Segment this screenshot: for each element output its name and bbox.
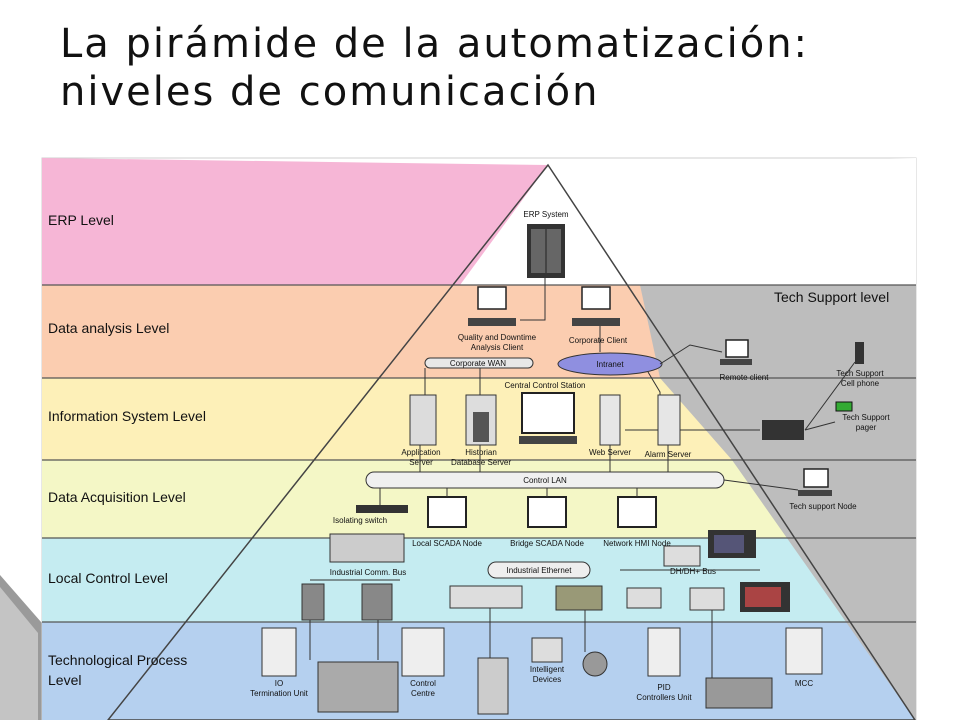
title-line-2: niveles de comunicación — [60, 69, 600, 115]
web-server-icon — [599, 394, 621, 446]
label-tech-support-cell-1: Tech Support — [836, 369, 884, 378]
slide-title: La pirámide de la automatización: nivele… — [60, 20, 940, 116]
label-control-lan: Control LAN — [523, 476, 567, 485]
title-line-1: La pirámide de la automatización: — [60, 21, 810, 67]
hmi-panel-icon — [708, 530, 756, 558]
label-industrial-ethernet: Industrial Ethernet — [507, 566, 573, 575]
label-intranet: Intranet — [596, 360, 624, 369]
pyramid-outline — [107, 163, 916, 720]
label-io-unit-1: IO — [275, 679, 283, 688]
mcc-icon — [785, 627, 823, 675]
flow-meter-icon — [582, 651, 608, 677]
band-erp — [42, 158, 548, 285]
intelligent-devices-icon — [531, 637, 563, 663]
level-label-erp: ERP Level — [48, 212, 114, 228]
control-centre-icon — [401, 627, 445, 677]
label-tech-support-cell-2: Cell phone — [841, 379, 880, 388]
label-control-centre-1: Control — [410, 679, 436, 688]
level-label-technological-2: Level — [48, 672, 81, 688]
label-io-unit-2: Termination Unit — [250, 689, 309, 698]
application-server-icon — [409, 394, 437, 446]
tech-support-level-label: Tech Support level — [774, 289, 889, 305]
label-central-control-station: Central Control Station — [505, 381, 586, 390]
label-remote-client: Remote client — [720, 373, 770, 382]
tech-support-region — [640, 285, 916, 720]
label-tech-support-pager-2: pager — [856, 423, 877, 432]
label-application-server-2: Server — [409, 458, 433, 467]
hmi-panel-2-icon — [740, 582, 790, 612]
industrial-ethernet-pipe — [487, 561, 591, 579]
historian-server-icon — [465, 394, 497, 446]
pager-icon — [835, 401, 853, 412]
motor-icon — [705, 677, 773, 709]
label-erp-system: ERP System — [523, 210, 569, 219]
central-control-station-icon — [519, 392, 577, 444]
corporate-client-computer-icon — [572, 286, 620, 326]
bridge-scada-icon — [527, 496, 567, 528]
dh-plc-1-icon — [626, 587, 662, 609]
io-termination-unit-icon — [261, 627, 297, 677]
label-quality-client-1: Quality and Downtime — [458, 333, 537, 342]
tech-support-node-icon — [798, 468, 832, 496]
label-historian-2: Database Server — [451, 458, 511, 467]
plc-rack-1-icon — [301, 583, 325, 621]
label-tech-support-pager-1: Tech Support — [842, 413, 890, 422]
label-mcc: MCC — [795, 679, 813, 688]
level-label-local-control: Local Control Level — [48, 570, 168, 586]
label-application-server-1: Application — [401, 448, 440, 457]
compressor-icon — [477, 657, 509, 715]
comm-bus-module-icon — [329, 533, 405, 563]
pid-controllers-icon — [647, 627, 681, 677]
plc-rack-2-icon — [361, 583, 393, 621]
corporate-wan-pipe — [424, 357, 534, 369]
process-tanks-icon — [317, 661, 399, 713]
quality-client-computer-icon — [468, 286, 516, 326]
label-pid-2: Controllers Unit — [636, 693, 692, 702]
automation-pyramid-diagram: ERP Level Data analysis Level Informatio… — [41, 157, 917, 720]
dh-bus-module-icon — [663, 545, 701, 567]
label-tech-support-node: Tech support Node — [789, 502, 857, 511]
dh-plc-2-icon — [689, 587, 725, 611]
isolating-switch-icon — [356, 505, 408, 513]
label-pid-1: PID — [657, 683, 671, 692]
intranet-cloud — [557, 352, 663, 376]
label-intelligent-1: Intelligent — [530, 665, 565, 674]
label-dh-bus: DH/DH+ Bus — [670, 567, 716, 576]
local-scada-icon — [427, 496, 467, 528]
label-industrial-comm-bus: Industrial Comm. Bus — [330, 568, 406, 577]
erp-system-icon — [527, 224, 565, 278]
label-corporate-wan: Corporate WAN — [450, 359, 506, 368]
label-intelligent-2: Devices — [533, 675, 561, 684]
label-alarm-server: Alarm Server — [645, 450, 692, 459]
label-bridge-scada: Bridge SCADA Node — [510, 539, 584, 548]
label-control-centre-2: Centre — [411, 689, 436, 698]
label-corporate-client: Corporate Client — [569, 336, 628, 345]
remote-client-icon — [720, 339, 752, 365]
tech-support-server-icon — [762, 420, 804, 440]
level-label-data-analysis: Data analysis Level — [48, 320, 169, 336]
label-historian-1: Historian — [465, 448, 497, 457]
alarm-server-icon — [657, 394, 681, 446]
ethernet-plc-1-icon — [449, 585, 523, 609]
label-local-scada: Local SCADA Node — [412, 539, 482, 548]
label-isolating-switch: Isolating switch — [333, 516, 387, 525]
level-label-technological: Technological Process — [48, 652, 187, 668]
label-network-hmi: Network HMI Node — [603, 539, 671, 548]
label-web-server: Web Server — [589, 448, 631, 457]
level-label-data-acquisition: Data Acquisition Level — [48, 489, 186, 505]
cell-phone-icon — [855, 342, 864, 364]
slide-decoration — [0, 575, 48, 720]
label-quality-client-2: Analysis Client — [471, 343, 524, 352]
ethernet-plc-2-icon — [555, 585, 603, 611]
network-hmi-icon — [617, 496, 657, 528]
level-label-information: Information System Level — [48, 408, 206, 424]
